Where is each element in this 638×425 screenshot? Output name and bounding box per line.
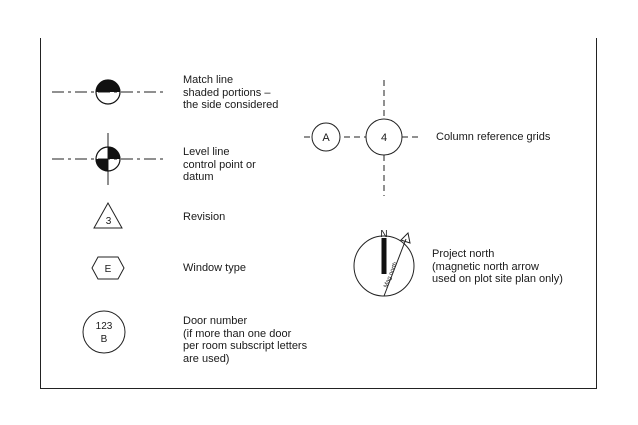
column-grids-label: Column reference grids [436,131,551,143]
door-number-label: Door number (if more than one door per r… [183,315,308,365]
project-north-symbol: N Mag north [353,229,415,297]
level-line-label: Level line control point or datum [183,146,256,183]
svg-text:3: 3 [106,216,112,227]
project-north-label: Project north (magnetic north arrow used… [432,248,563,285]
revision-label: Revision [183,211,226,223]
window-type-symbol: E [91,256,125,280]
door-number-symbol: 123 B [82,310,126,354]
column-grid-symbol: A 4 [304,80,418,196]
svg-text:123: 123 [96,321,113,332]
north-letter: N [380,229,387,240]
level-line-symbol [52,133,166,185]
grid-label-4: 4 [381,132,387,144]
grid-label-a: A [322,132,330,144]
svg-text:E: E [105,264,112,275]
svg-text:B: B [101,334,108,345]
revision-symbol: 3 [93,201,123,229]
match-line-symbol [52,79,166,105]
match-line-label: Match line shaded portions – the side co… [183,74,279,111]
window-type-label: Window type [183,262,246,274]
